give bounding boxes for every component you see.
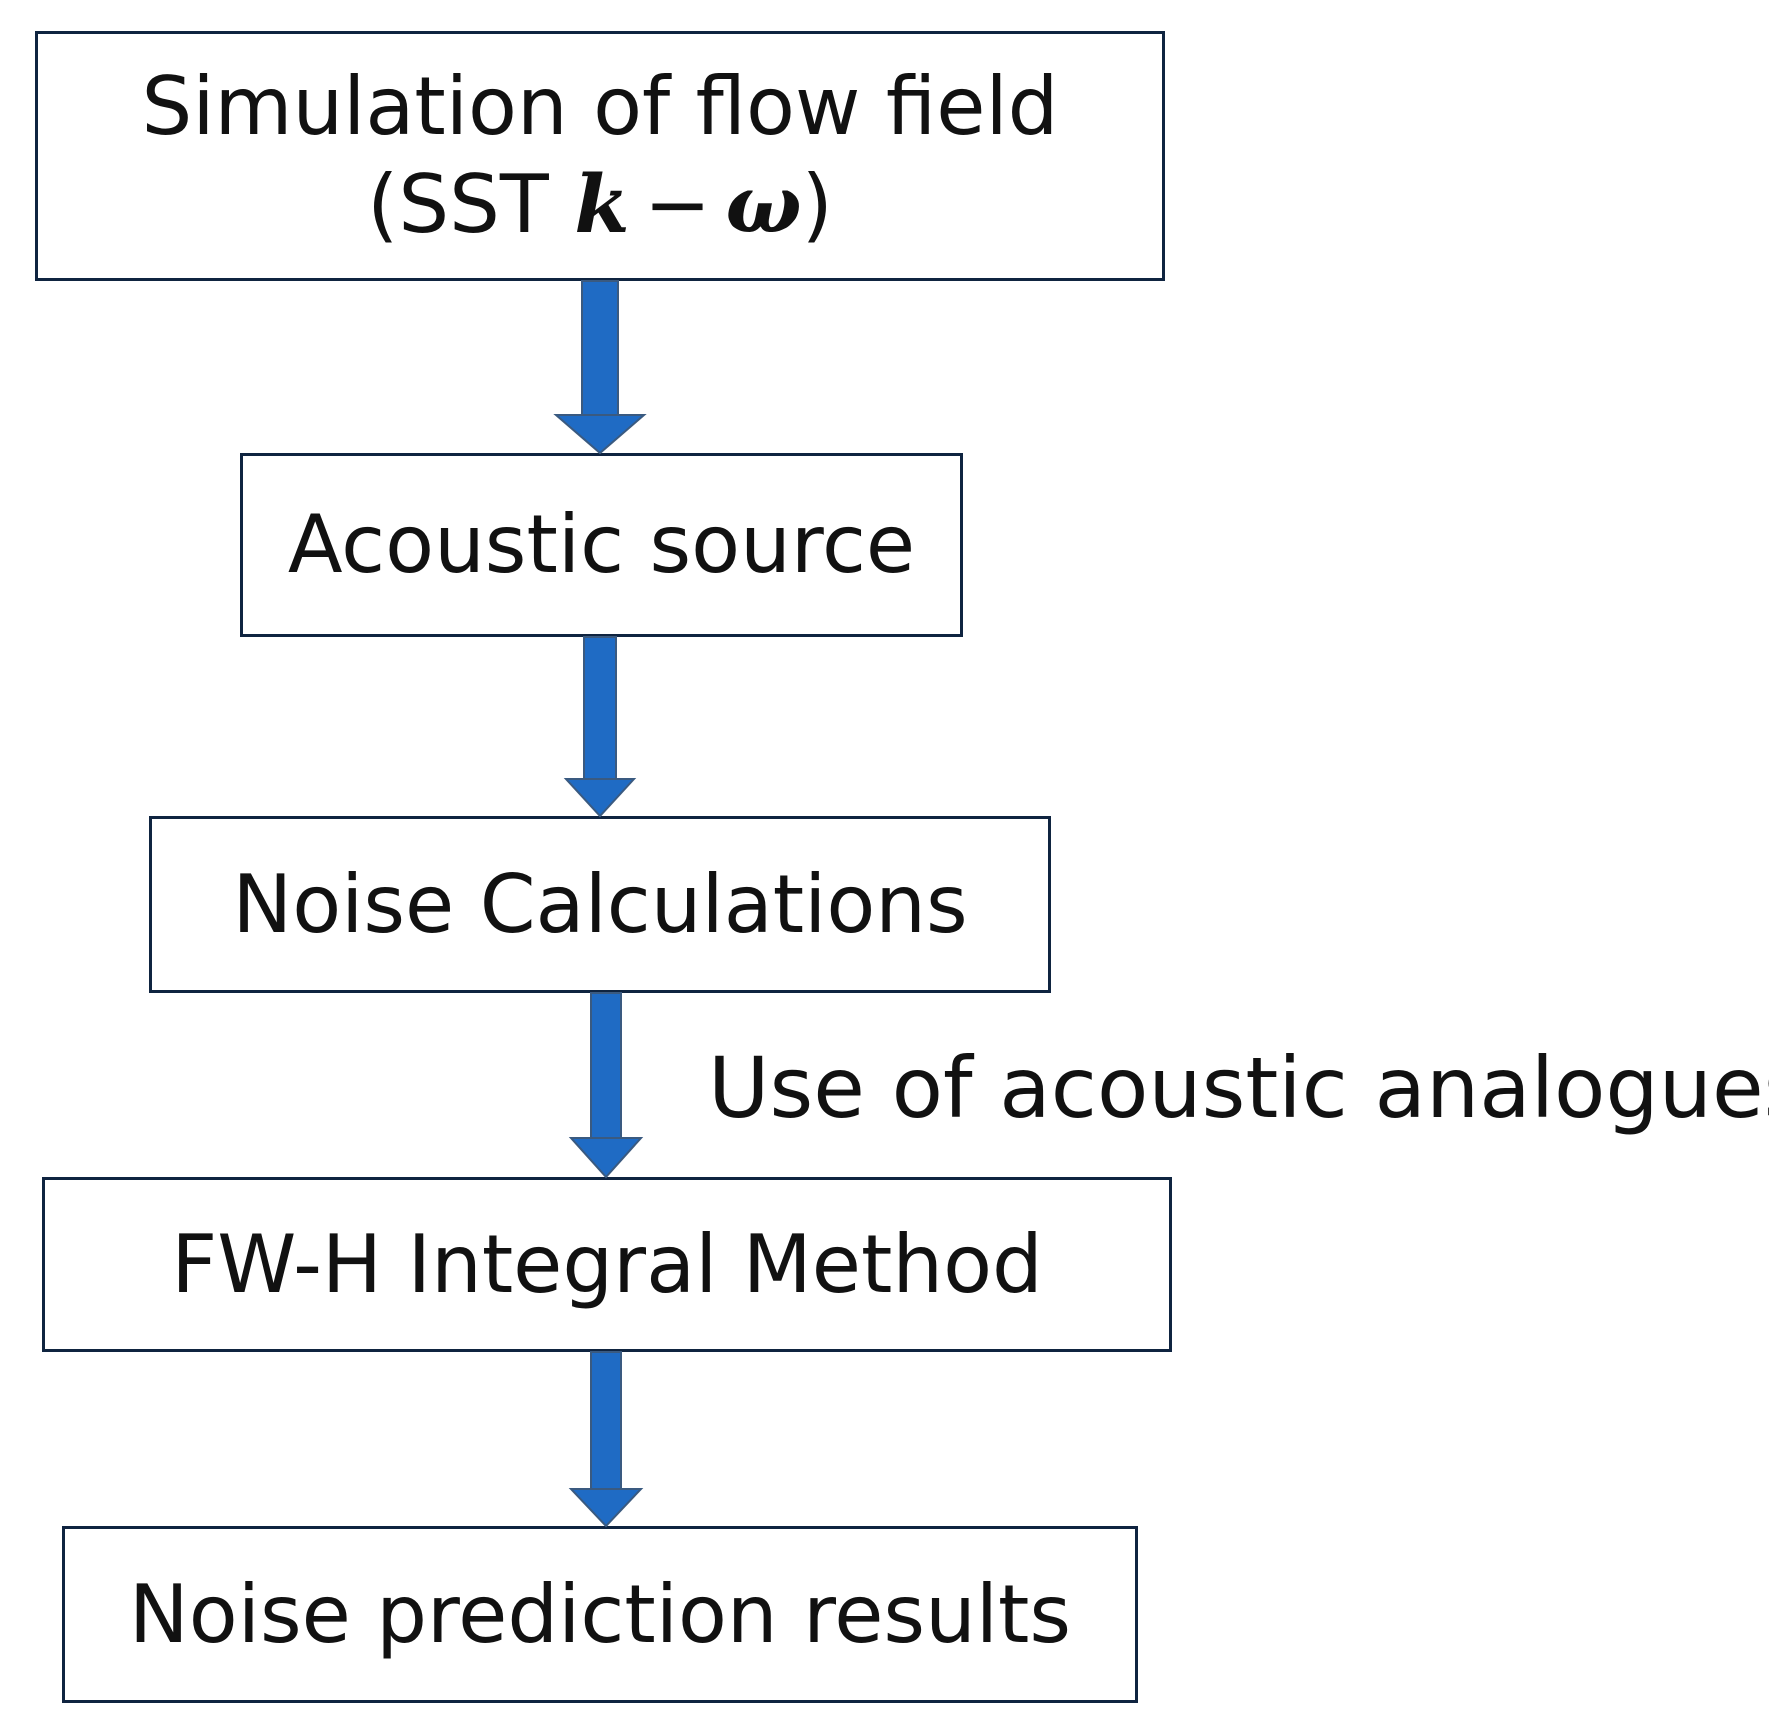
- box-acoustic-source-label: Acoustic source: [287, 498, 916, 592]
- arrow-fwh-to-results-head: [568, 1488, 644, 1528]
- edge-label-acoustic-analogues: Use of acoustic analogues: [708, 1039, 1769, 1137]
- arrow-flow-to-source: [553, 280, 647, 455]
- box-flow-field-line2: (SST k−ω): [367, 156, 833, 254]
- arrow-calculations-to-fwh-head: [568, 1137, 644, 1179]
- arrow-calculations-to-fwh: [568, 992, 644, 1179]
- arrow-fwh-to-results: [568, 1351, 644, 1528]
- box-flow-field-line1: Simulation of flow field: [141, 60, 1059, 154]
- box-noise-calculations: Noise Calculations: [149, 816, 1051, 993]
- arrow-source-to-calculations: [563, 636, 637, 818]
- arrow-flow-to-source-head: [553, 414, 647, 455]
- box-noise-prediction-results: Noise prediction results: [62, 1526, 1138, 1703]
- minus-sign: −: [644, 158, 712, 251]
- box-flow-field-simulation: Simulation of flow field (SST k−ω): [35, 31, 1165, 281]
- arrow-source-to-calculations-head: [563, 778, 637, 818]
- var-omega: ω: [725, 157, 802, 251]
- arrow-fwh-to-results-shaft: [590, 1351, 622, 1490]
- arrow-source-to-calculations-shaft: [583, 636, 617, 780]
- paren-close: ): [801, 158, 833, 251]
- box-fwh-integral-method: FW-H Integral Method: [42, 1177, 1172, 1352]
- box-fwh-label: FW-H Integral Method: [171, 1217, 1043, 1311]
- model-prefix: SST: [398, 158, 575, 251]
- box-acoustic-source: Acoustic source: [240, 453, 963, 637]
- box-noise-results-label: Noise prediction results: [128, 1567, 1072, 1661]
- arrow-calculations-to-fwh-shaft: [590, 992, 622, 1139]
- box-noise-calculations-label: Noise Calculations: [232, 857, 968, 951]
- paren-open: (: [367, 158, 399, 251]
- var-k: k: [574, 157, 630, 251]
- arrow-flow-to-source-shaft: [581, 280, 619, 416]
